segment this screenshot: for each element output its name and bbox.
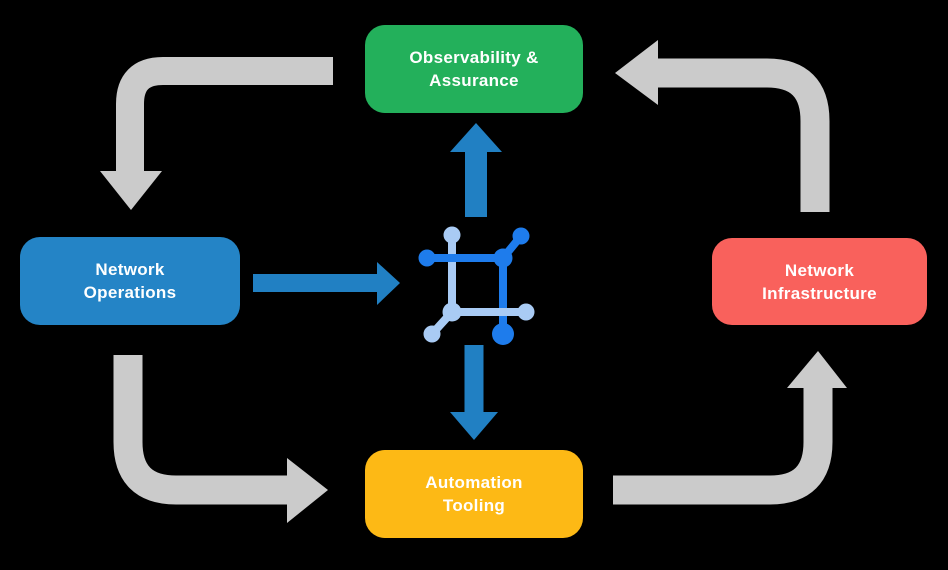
node-network-infrastructure-label: Network Infrastructure xyxy=(762,260,877,303)
node-observability-assurance-label: Observability & Assurance xyxy=(409,48,539,90)
arrow-center-to-observability xyxy=(450,123,502,217)
node-automation-tooling-label: Automation Tooling xyxy=(425,473,523,515)
node-automation-tooling: Automation Tooling xyxy=(365,450,583,538)
arrow-observability-to-operations xyxy=(100,57,333,210)
arrow-infrastructure-to-observability xyxy=(615,40,830,212)
node-network-infrastructure: Network Infrastructure xyxy=(712,238,927,325)
arrow-operations-to-automation xyxy=(113,355,328,523)
arrow-center-to-automation xyxy=(450,345,498,440)
arrow-automation-to-infrastructure xyxy=(613,351,847,505)
network-fabric-icon xyxy=(418,226,535,345)
node-observability-assurance: Observability & Assurance xyxy=(365,25,583,113)
node-network-operations: Network Operations xyxy=(20,237,240,325)
node-network-operations-label: Network Operations xyxy=(83,260,177,302)
arrow-operations-to-center xyxy=(253,262,400,305)
